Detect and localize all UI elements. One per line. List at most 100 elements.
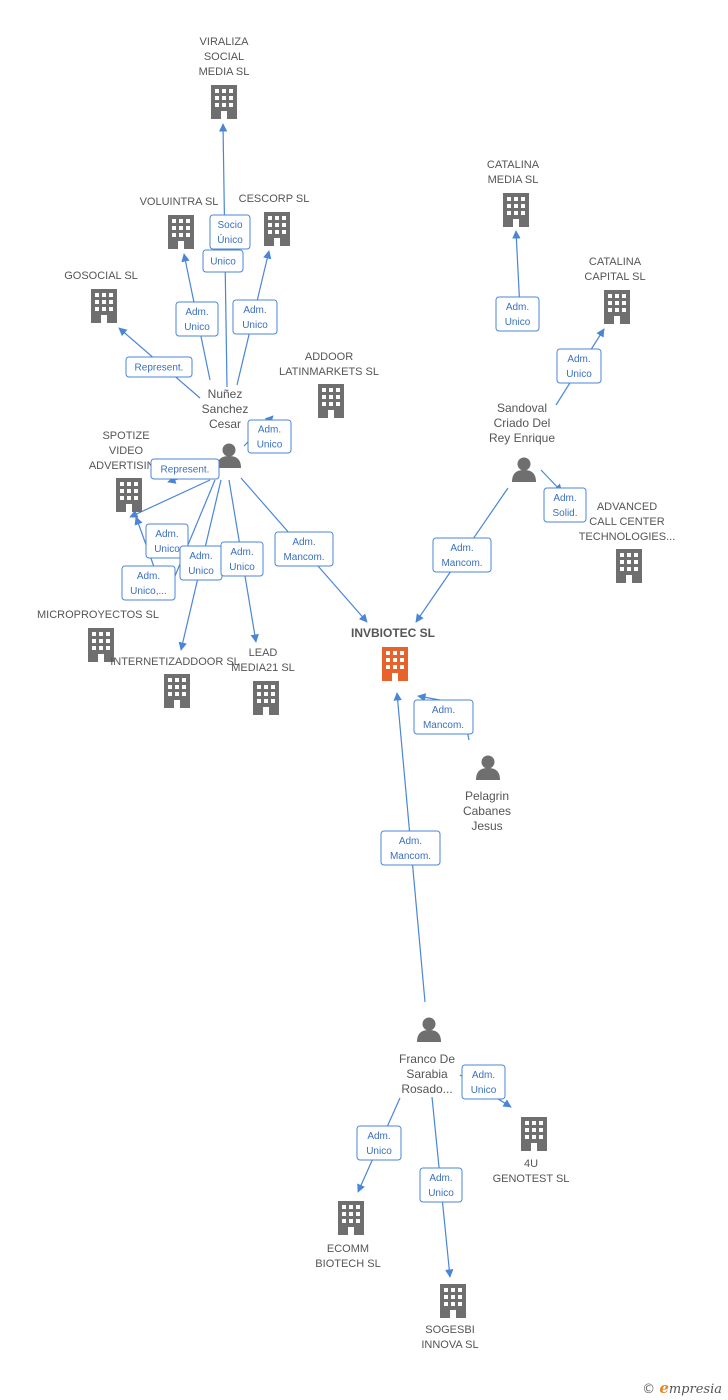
company-label: VIRALIZA (200, 36, 250, 48)
badge-label: Solid. (552, 508, 577, 519)
building-icon (253, 681, 279, 715)
building-icon (604, 290, 630, 324)
building-icon (382, 647, 408, 681)
badge-label: Unico (154, 544, 180, 555)
role-badge: Adm.Mancom. (380, 830, 441, 866)
role-badge: Adm.Unico (356, 1125, 402, 1161)
empresia-watermark: © empresia (642, 1379, 722, 1397)
badge-label: Mancom. (283, 552, 324, 563)
company-node-voluintra[interactable]: VOLUINTRA SL (140, 196, 219, 249)
building-icon (338, 1201, 364, 1235)
company-node-cescorp[interactable]: CESCORP SL (239, 193, 310, 246)
company-label: ADVANCED (597, 501, 657, 513)
badge-box (150, 458, 220, 480)
badge-label: Unico (242, 320, 268, 331)
copyright-symbol: © (642, 1382, 656, 1397)
role-badge: Adm.Unico (179, 545, 223, 581)
person-icon (217, 443, 241, 468)
company-label: SOCIAL (204, 51, 244, 63)
badge-box (125, 356, 193, 378)
badge-label: Represent. (161, 465, 210, 476)
badge-label: Adm. (399, 836, 422, 847)
person-node-franco[interactable]: Franco DeSarabiaRosado... (399, 1017, 455, 1097)
badge-label: Adm. (432, 705, 455, 716)
person-label: Nuñez (208, 387, 243, 401)
company-label: 4U (524, 1158, 538, 1170)
badge-box (356, 1125, 402, 1161)
company-label: SPOTIZE (102, 430, 149, 442)
company-node-spotize[interactable]: SPOTIZE VIDEO ADVERTISING (89, 430, 163, 512)
person-label: Franco De (399, 1052, 455, 1066)
badge-label: Unico (229, 562, 255, 573)
badge-label: Represent. (135, 363, 184, 374)
role-badge: Adm.Unico (145, 523, 189, 559)
role-badge: Adm. Unico (419, 1167, 463, 1203)
company-label: MEDIA21 SL (231, 662, 295, 674)
building-icon (164, 674, 190, 708)
person-icon (476, 755, 500, 780)
nodes-layer: VIRALIZA SOCIAL MEDIA SL VOLUINTRA SL CESCOR… (37, 36, 675, 1351)
badge-box (461, 1064, 506, 1100)
role-badge: Adm.Unico (175, 301, 219, 337)
badge-box (495, 296, 540, 332)
badge-box (121, 565, 176, 601)
company-node-microproyectos[interactable]: MICROPROYECTOS SL (37, 609, 159, 662)
company-node-addoor[interactable]: ADDOOR LATINMARKETS SL (279, 351, 379, 418)
company-label: GOSOCIAL SL (64, 270, 138, 282)
badge-label: Unico,... (130, 586, 167, 597)
badge-label: Adm. (429, 1173, 452, 1184)
badge-box (556, 348, 602, 384)
role-badge: Adm. Mancom. (432, 537, 492, 573)
company-label: ECOMM (327, 1243, 369, 1255)
person-label: Cesar (209, 417, 241, 431)
company-node-invbiotec[interactable]: INVBIOTEC SL (351, 626, 435, 681)
badge-label: Unico (471, 1085, 497, 1096)
company-node-internetizaddoor[interactable]: INTERNETIZADDOOR SL (110, 656, 240, 708)
building-icon (318, 384, 344, 418)
badge-label: Socio (217, 220, 242, 231)
badges-layer: SocioÚnicoAdm.UnicoUnicoAdm.UnicoReprese… (121, 214, 602, 1203)
badge-label: Único (217, 233, 243, 246)
building-icon (264, 212, 290, 246)
company-label: MEDIA SL (199, 66, 250, 78)
badge-label: Adm. (243, 305, 266, 316)
brand-initial: e (659, 1379, 669, 1397)
building-icon (440, 1284, 466, 1318)
company-label: INNOVA SL (421, 1339, 478, 1351)
person-label: Rosado... (401, 1082, 452, 1096)
company-label: CATALINA (487, 159, 540, 171)
company-label: CAPITAL SL (584, 271, 645, 283)
badge-box (413, 699, 474, 735)
badge-box (220, 541, 264, 577)
company-label: TECHNOLOGIES... (579, 531, 676, 543)
building-icon (521, 1117, 547, 1151)
person-label: Pelagrin (465, 789, 509, 803)
relation-edge (129, 479, 211, 518)
badge-label: Adm. (450, 543, 473, 554)
company-node-gosocial[interactable]: GOSOCIAL SL (64, 270, 138, 323)
company-label: VIDEO (109, 445, 144, 457)
role-badge: Adm.Unico,... (121, 565, 176, 601)
company-label: LATINMARKETS SL (279, 366, 379, 378)
company-label: ADVERTISING (89, 460, 163, 472)
badge-label: Mancom. (441, 558, 482, 569)
company-label: ADDOOR (305, 351, 353, 363)
building-icon (503, 193, 529, 227)
badge-box (175, 301, 219, 337)
badge-box (209, 214, 251, 250)
company-node-viraliza[interactable]: VIRALIZA SOCIAL MEDIA SL (199, 36, 250, 119)
badge-box (543, 487, 587, 523)
badge-label: Unico (428, 1188, 454, 1199)
badge-label: Unico (257, 440, 283, 451)
role-badge: Adm.Unico (220, 541, 264, 577)
